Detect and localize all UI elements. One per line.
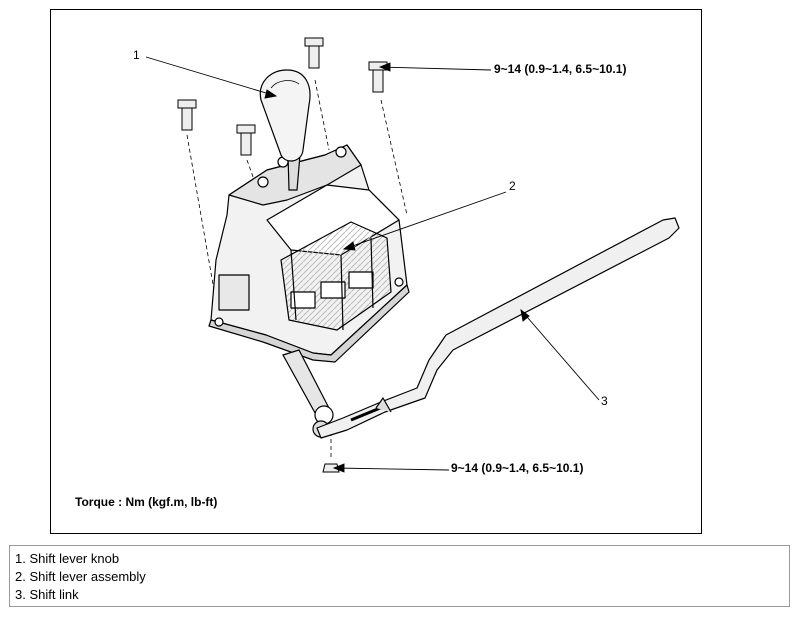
shift-link bbox=[316, 217, 680, 439]
leader-lines bbox=[145, 56, 600, 473]
diagram-frame: 1 2 3 9~14 (0.9~1.4, 6.5~10.1) 9~14 (0.9… bbox=[50, 9, 702, 534]
callout-1: 1 bbox=[133, 48, 140, 62]
torque-label-lower: 9~14 (0.9~1.4, 6.5~10.1) bbox=[451, 461, 584, 475]
lever-lower-arm bbox=[282, 349, 334, 438]
legend-item: 1. Shift lever knob bbox=[15, 551, 120, 566]
torque-unit-note: Torque : Nm (kgf.m, lb-ft) bbox=[75, 495, 218, 509]
callout-3: 3 bbox=[601, 394, 608, 408]
callout-2: 2 bbox=[509, 179, 516, 193]
torque-label-upper: 9~14 (0.9~1.4, 6.5~10.1) bbox=[494, 62, 627, 76]
parts-legend: 1. Shift lever knob 2. Shift lever assem… bbox=[9, 545, 790, 607]
shift-lever-knob bbox=[259, 69, 311, 191]
shift-lever-assembly bbox=[208, 144, 410, 363]
bolt-icon bbox=[177, 37, 388, 473]
shift-lever-drawing bbox=[145, 37, 680, 473]
legend-item: 2. Shift lever assembly bbox=[15, 569, 146, 584]
legend-item: 3. Shift link bbox=[15, 587, 79, 602]
